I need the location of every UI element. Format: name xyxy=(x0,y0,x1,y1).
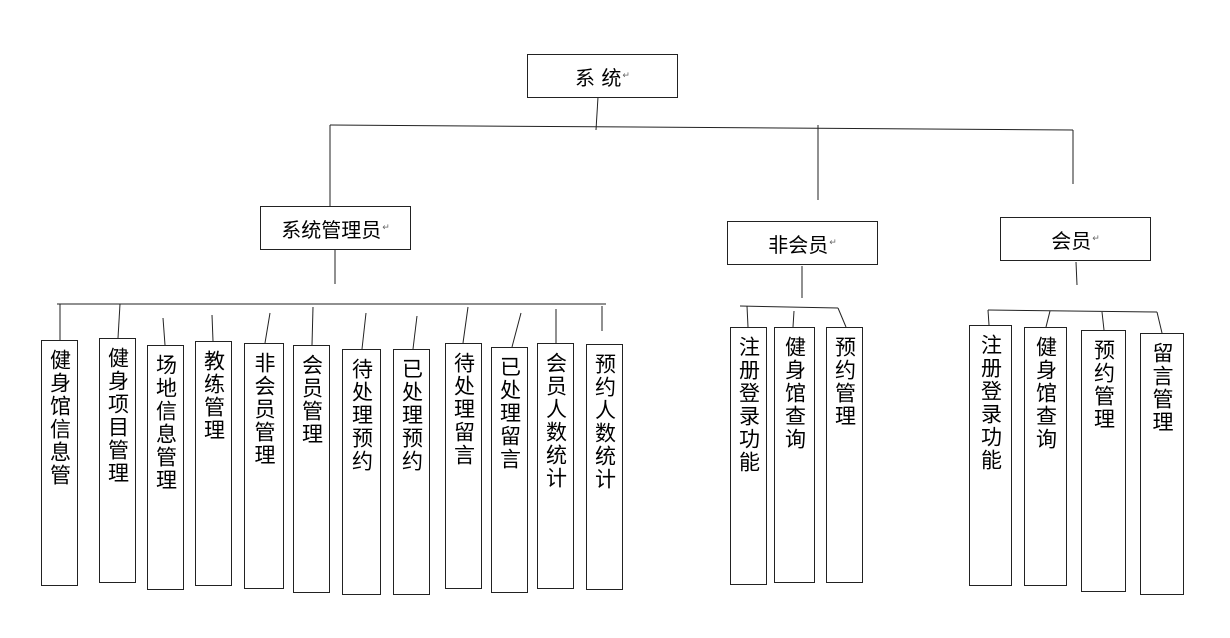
leaf-node: 健身馆查询 xyxy=(774,327,815,583)
leaf-label: 已处理预约 xyxy=(399,358,424,473)
leaf-label: 健身馆信息管 xyxy=(47,349,72,487)
leaf-node: 健身馆信息管 xyxy=(41,340,78,586)
member-bus xyxy=(987,309,1158,313)
return-mark-icon: ↵ xyxy=(382,223,390,233)
leaf-node: 已处理留言 xyxy=(491,347,528,593)
member-stem xyxy=(1075,261,1078,286)
leaf-node: 健身馆查询 xyxy=(1024,327,1067,586)
leaf-label: 待处理预约 xyxy=(349,358,374,473)
leaf-label: 已处理留言 xyxy=(497,356,522,471)
leaf-node: 预约人数统计 xyxy=(586,344,623,590)
group-node-admin: 系统管理员↵ xyxy=(260,206,411,250)
leaf-node: 非会员管理 xyxy=(244,343,284,589)
group-label: 非会员 xyxy=(768,232,829,257)
leaf-label: 待处理留言 xyxy=(451,352,476,467)
leaf-label: 预约管理 xyxy=(1091,339,1116,431)
leaf-label: 非会员管理 xyxy=(252,352,276,467)
nonmember-bus xyxy=(739,305,839,309)
leaf-node: 待处理留言 xyxy=(445,343,482,589)
leaf-label: 注册登录功能 xyxy=(978,334,1003,472)
leaf-label: 场地信息管理 xyxy=(153,354,178,492)
leaf-label: 留言管理 xyxy=(1150,342,1174,434)
leaf-label: 健身项目管理 xyxy=(105,347,130,485)
leaf-label: 注册登录功能 xyxy=(736,336,761,474)
group-label: 系统管理员 xyxy=(281,217,382,242)
return-mark-icon: ↵ xyxy=(829,238,837,248)
leaf-node: 预约管理 xyxy=(826,327,863,583)
leaf-node: 已处理预约 xyxy=(393,349,430,595)
leaf-label: 教练管理 xyxy=(201,350,226,442)
return-mark-icon: ↵ xyxy=(622,71,630,81)
leaf-node: 注册登录功能 xyxy=(969,325,1012,586)
root-connector xyxy=(595,96,599,131)
leaf-node: 预约管理 xyxy=(1081,330,1126,592)
root-node: 系 统↵ xyxy=(527,54,678,98)
leaf-node: 待处理预约 xyxy=(342,349,381,595)
top-bus xyxy=(329,124,1074,131)
group-node-nonmember: 非会员↵ xyxy=(727,221,878,265)
return-mark-icon: ↵ xyxy=(1092,234,1100,244)
leaf-label: 预约人数统计 xyxy=(592,353,617,491)
leaf-node: 场地信息管理 xyxy=(147,345,184,590)
leaf-label: 健身馆查询 xyxy=(1033,336,1058,451)
root-label: 系 统 xyxy=(575,65,622,90)
leaf-label: 健身馆查询 xyxy=(782,336,807,451)
group-label: 会员 xyxy=(1051,228,1092,253)
leaf-node: 会员管理 xyxy=(293,345,330,593)
leaf-label: 预约管理 xyxy=(832,336,857,428)
leaf-node: 注册登录功能 xyxy=(730,327,767,585)
group-node-member: 会员↵ xyxy=(1000,217,1151,261)
leaf-label: 会员人数统计 xyxy=(543,352,568,490)
leaf-node: 留言管理 xyxy=(1140,333,1184,595)
leaf-node: 教练管理 xyxy=(195,341,232,586)
leaf-node: 健身项目管理 xyxy=(99,338,136,583)
leaf-label: 会员管理 xyxy=(299,354,324,446)
leaf-node: 会员人数统计 xyxy=(537,343,574,589)
